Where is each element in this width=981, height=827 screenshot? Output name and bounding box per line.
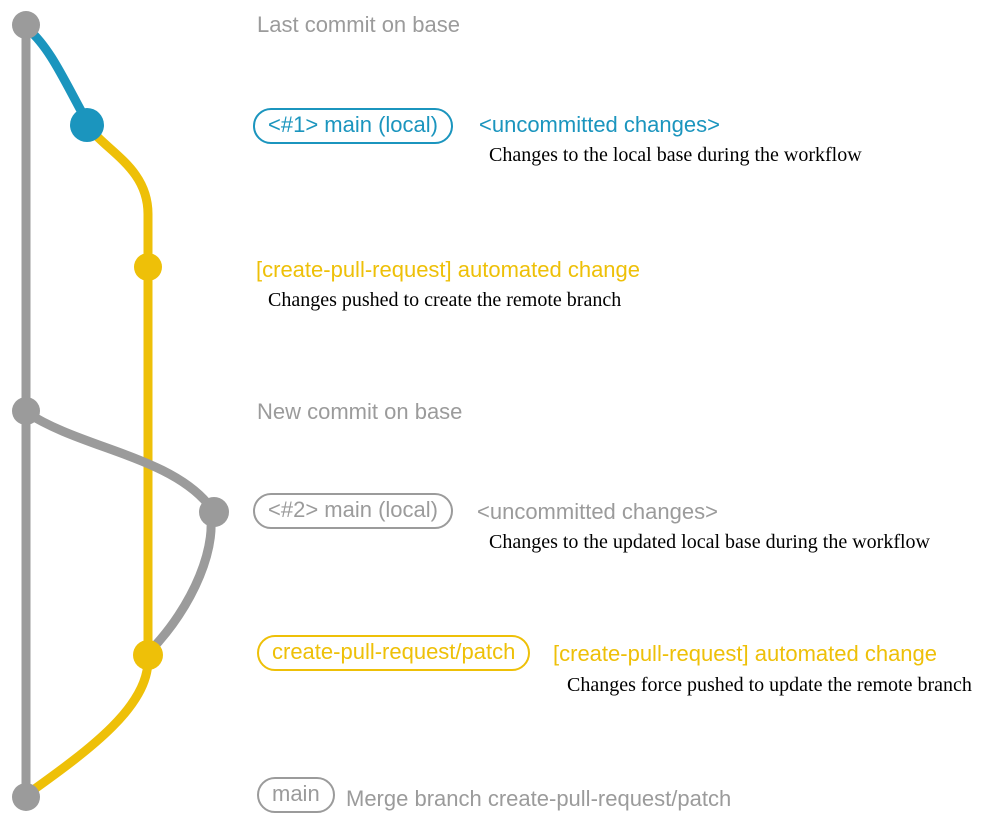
commit-note-uncommitted-1: Changes to the local base during the wor… [489,144,862,166]
local-main-branch-edge [23,24,90,123]
commit-title-uncommitted-1: <uncommitted changes> [479,112,720,137]
commit-note-automated-change-2: Changes force pushed to update the remot… [567,674,972,696]
label-last-commit-on-base: Last commit on base [257,12,460,37]
commit-title-automated-change-2: [create-pull-request] automated change [553,641,938,666]
commit-node-patch-2 [133,640,163,670]
commit-node-local-1 [70,108,104,142]
commit-title-uncommitted-2: <uncommitted changes> [477,499,718,524]
commit-node-local-2 [199,497,229,527]
commit-note-automated-change-1: Changes pushed to create the remote bran… [268,289,622,311]
branch-badge-main-local-1: <#1> main (local) [253,108,453,144]
commit-note-uncommitted-2: Changes to the updated local base during… [489,531,930,553]
commit-node-base-2 [12,397,40,425]
base-update-edge [21,407,216,656]
label-new-commit-on-base: New commit on base [257,399,463,424]
branch-badge-main: main [257,777,335,813]
commit-node-patch-1 [134,253,162,281]
label-merge-branch: Merge branch create-pull-request/patch [346,786,732,811]
commit-node-merge [12,783,40,811]
commit-title-automated-change-1: [create-pull-request] automated change [256,257,641,282]
commit-node-base-1 [12,11,40,39]
git-graph [12,11,229,811]
branch-badge-main-local-2: <#2> main (local) [253,493,453,529]
branch-badge-patch: create-pull-request/patch [257,635,531,671]
